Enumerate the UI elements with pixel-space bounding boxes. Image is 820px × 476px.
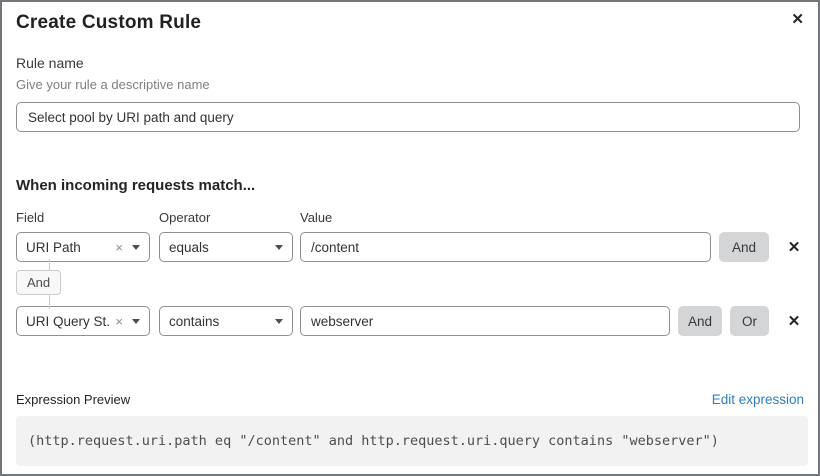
chevron-down-icon: [132, 244, 140, 250]
operator-select-value: equals: [169, 239, 209, 255]
rule-name-input[interactable]: [16, 102, 800, 132]
edit-expression-link[interactable]: Edit expression: [711, 392, 804, 407]
chevron-down-icon: [275, 244, 283, 250]
rule-name-section: Rule name Give your rule a descriptive n…: [16, 55, 804, 132]
field-select[interactable]: URI Path ×: [16, 232, 150, 262]
condition-row: URI Path × equals And ✕: [16, 232, 804, 262]
logic-connector: And: [16, 259, 804, 309]
remove-row-icon[interactable]: ✕: [784, 314, 804, 329]
chevron-down-icon: [275, 318, 283, 324]
field-column-label: Field: [16, 210, 45, 225]
expression-code: (http.request.uri.path eq "/content" and…: [16, 416, 808, 466]
column-headers: Field Operator Value: [16, 210, 804, 225]
value-column-label: Value: [300, 210, 333, 225]
match-heading: When incoming requests match...: [16, 177, 256, 194]
expression-preview-section: Expression Preview Edit expression (http…: [16, 392, 808, 466]
operator-column-label: Operator: [159, 210, 211, 225]
field-select-value: URI Path: [26, 239, 81, 255]
expression-preview-label: Expression Preview: [16, 392, 131, 407]
and-connector-badge: And: [16, 270, 62, 295]
close-icon[interactable]: ✕: [791, 11, 804, 28]
add-and-button[interactable]: And: [677, 306, 722, 336]
operator-select-value: contains: [169, 313, 220, 329]
field-select[interactable]: URI Query St... ×: [16, 306, 150, 336]
add-or-button[interactable]: Or: [730, 306, 769, 336]
condition-row: URI Query St... × contains And Or ✕: [16, 306, 804, 336]
rule-name-label: Rule name: [16, 55, 84, 71]
rule-name-help: Give your rule a descriptive name: [16, 77, 210, 92]
clear-icon[interactable]: ×: [115, 313, 123, 329]
remove-row-icon[interactable]: ✕: [784, 240, 804, 255]
operator-select[interactable]: contains: [159, 306, 293, 336]
chevron-down-icon: [132, 318, 140, 324]
match-builder-section: When incoming requests match... Field Op…: [16, 177, 804, 336]
operator-select[interactable]: equals: [159, 232, 293, 262]
clear-icon[interactable]: ×: [115, 239, 123, 255]
add-and-button[interactable]: And: [718, 232, 769, 262]
page-title: Create Custom Rule: [16, 12, 202, 33]
field-select-value: URI Query St...: [26, 313, 112, 329]
value-input[interactable]: [300, 306, 670, 336]
value-input[interactable]: [300, 232, 711, 262]
